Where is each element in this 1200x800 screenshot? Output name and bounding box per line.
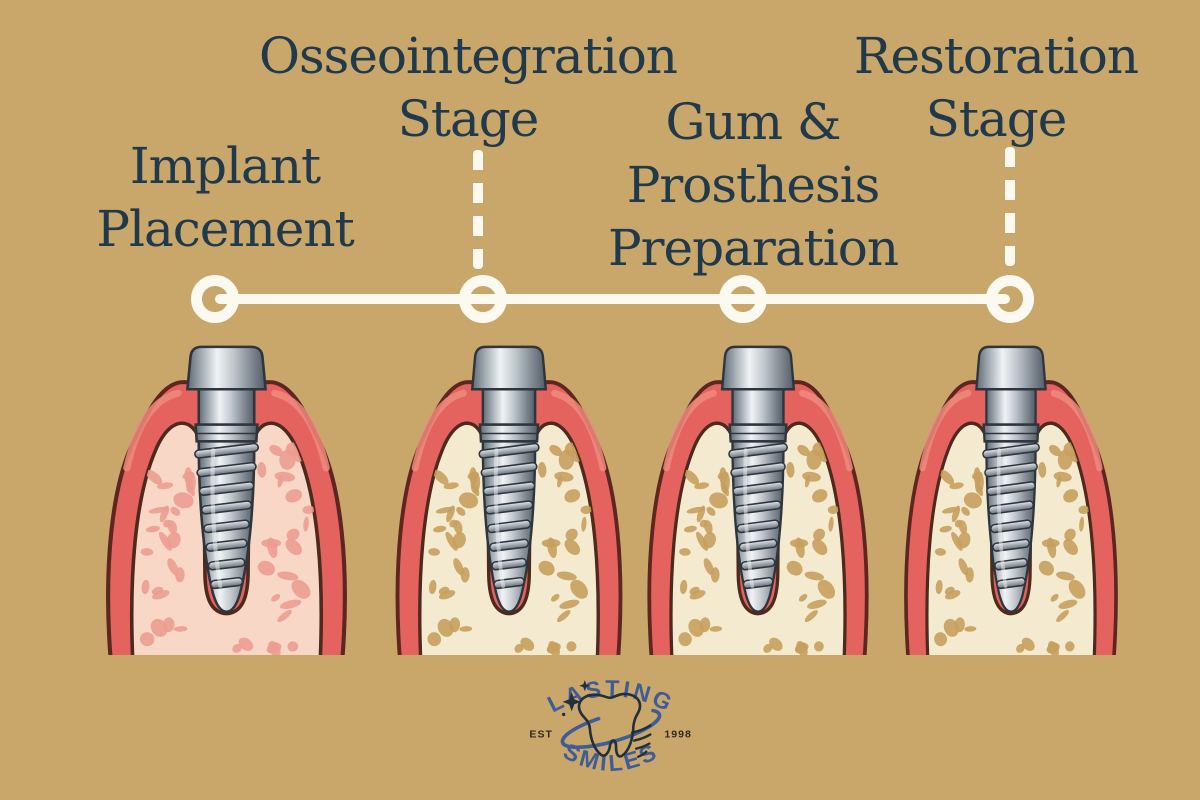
sparkle-icon (561, 680, 591, 717)
stage-label-gum-prosthesis-preparation: Gum & Prosthesis Preparation (607, 93, 899, 277)
implant-screw-icon (975, 345, 1047, 613)
dashed-connector-osseointegration (473, 150, 483, 269)
stage-label-restoration: Restoration Stage (853, 27, 1139, 148)
implant-screw-icon (186, 345, 267, 613)
stage-1-implant-placement-crosssection (106, 345, 347, 655)
stage-label-implant-placement: Implant Placement (96, 137, 354, 258)
implant-screw-icon (720, 345, 796, 613)
logo-year-text: 1998 (664, 729, 692, 741)
stage-4-restoration-crosssection (904, 345, 1118, 655)
stage-3-gum-prosthesis-crosssection (647, 345, 869, 655)
timeline-node-icon (986, 275, 1034, 323)
timeline-bar (215, 294, 1010, 304)
dashed-connector-restoration (1005, 147, 1015, 266)
timeline-node-icon (191, 275, 239, 323)
timeline-node-icon (459, 275, 507, 323)
implant-screw-icon (470, 345, 548, 613)
stage-2-osseointegration-crosssection (395, 345, 623, 655)
lasting-smiles-logo: LASTING SMILES EST 1998 (529, 675, 692, 776)
timeline-node-icon (719, 275, 767, 323)
stage-label-osseointegration: Osseointegration Stage (259, 27, 678, 148)
tooth-implant-icon (560, 680, 662, 758)
logo-est-text: EST (529, 729, 553, 741)
